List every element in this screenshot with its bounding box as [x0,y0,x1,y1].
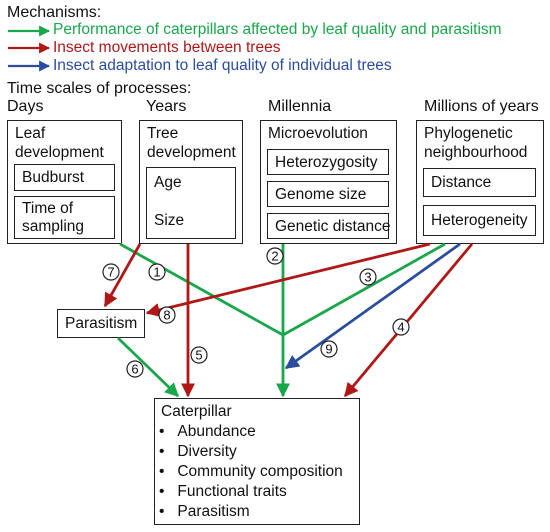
heterogeneity-box: Heterogeneity [423,205,536,236]
timescale-days: Days [7,98,44,115]
arrow-number-9: 9 [325,342,332,357]
legend-title: Mechanisms: [7,4,102,21]
micro-box-title: Microevolution [268,125,368,142]
arrow-number-7: 8 [163,308,170,323]
arrow-9-line [284,242,461,370]
arrow-label-6: 6 [126,360,144,378]
arrow-label-8: 7 [102,263,120,281]
heterozygosity-label: Heterozygosity [275,154,378,171]
arrow-7-line [145,242,431,317]
arrow-label-5: 5 [190,346,208,364]
caterpillar-item-abundance: Abundance [177,423,256,440]
arrow-6-line [117,336,180,398]
sampling-label: sampling [22,218,85,235]
caterpillar-item: • Parasitism [159,503,250,520]
budburst-box: Budburst [14,164,115,191]
tree-box-title-2: development [147,144,236,161]
tree-box-title-1: Tree [147,125,179,142]
caterpillar-item-parasitism: Parasitism [177,503,250,520]
budburst-label: Budburst [22,169,85,186]
time-of-sampling-box: Time of sampling [14,196,115,239]
size-label: Size [154,212,185,229]
leaf-box-title-2: development [15,144,104,161]
genome-size-box: Genome size [267,181,389,207]
age-label: Age [154,174,182,191]
leaf-box-title-1: Leaf [15,125,46,142]
arrow-number-2: 2 [271,249,278,264]
arrow-label-4: 4 [392,318,410,336]
legend-item-movements: Insect movements between trees [53,39,281,56]
heterozygosity-box: Heterozygosity [267,149,389,175]
parasitism-box: Parasitism [57,309,145,338]
genetic-distance-label: Genetic distance [275,218,391,235]
arrow-label-7: 8 [158,306,176,324]
caterpillar-item-functional: Functional traits [177,483,287,500]
arrow-number-3: 3 [364,270,371,285]
arrow-number-5: 5 [195,348,202,363]
leaf-development-box: Leaf development Budburst Time of sampli… [7,120,122,244]
arrow-label-9: 9 [320,340,338,358]
arrow-8-line [103,243,142,308]
legend-item-adaptation: Insect adaptation to leaf quality of ind… [53,57,392,74]
legend-item-performance: Performance of caterpillars affected by … [53,21,502,38]
arrow-4-line [343,243,474,398]
caterpillar-item-diversity: Diversity [177,443,237,460]
arrow-number-4: 4 [397,320,404,335]
microevolution-box: Microevolution Heterozygosity Genome siz… [260,120,397,244]
arrow-number-8: 7 [107,265,114,280]
timescale-years: Years [146,98,187,115]
timescale-millennia: Millennia [268,98,332,115]
arrow-label-2: 2 [266,247,284,265]
arrow-1-line [119,242,284,337]
heterogeneity-label: Heterogeneity [431,212,528,229]
caterpillar-item: • Community composition [159,463,343,480]
parasitism-label: Parasitism [65,315,138,332]
arrow-number-1: 1 [153,265,160,280]
distance-label: Distance [431,174,492,191]
arrow-3-line [282,242,446,337]
timescale-millions: Millions of years [424,98,539,115]
arrow-label-3: 3 [359,268,377,286]
caterpillar-item: • Functional traits [159,483,287,500]
genome-size-label: Genome size [275,186,367,203]
time-of-label: Time of [22,200,74,217]
phylo-box-title-1: Phylogenetic [424,125,513,142]
phylo-box-title-2: neighbourhood [424,144,528,161]
distance-box: Distance [423,168,536,197]
caterpillar-box: Caterpillar • Abundance • Diversity • Co… [154,398,360,525]
phylogenetic-box: Phylogenetic neighbourhood Distance Hete… [416,120,544,244]
caterpillar-item: • Abundance [159,423,256,440]
genetic-distance-box: Genetic distance [267,213,391,239]
age-size-box: Age Size [146,167,236,239]
caterpillar-item: • Diversity [159,443,237,460]
tree-development-box: Tree development Age Size [139,120,243,244]
arrow-number-6: 6 [131,362,138,377]
timescales-title: Time scales of processes: [7,80,192,97]
arrow-label-1: 1 [148,263,166,281]
caterpillar-item-community: Community composition [177,463,343,480]
caterpillar-title: Caterpillar [161,403,232,420]
